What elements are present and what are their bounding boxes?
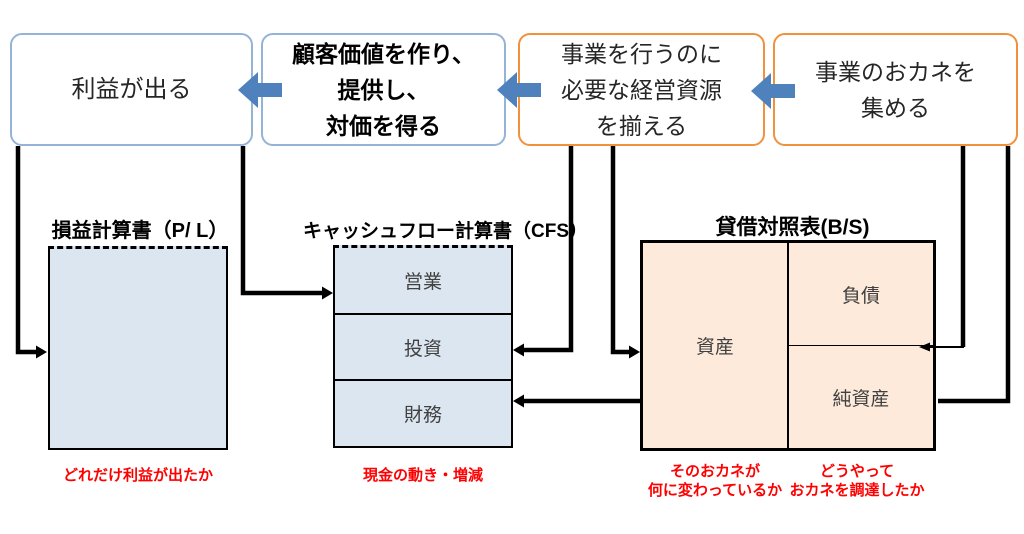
caption-bs-assets: そのおカネが 何に変わっているか [615, 462, 815, 500]
cfs-row-financing: 財務 [335, 379, 511, 446]
connector-fundraising-to-cfs-financing-right [938, 146, 1011, 404]
cfs-box: 営業 投資 財務 [333, 245, 513, 448]
flow-box-resources-line: 事業を行うのに [561, 40, 722, 67]
bs-box: 資産 負債 純資産 [640, 240, 936, 451]
flow-box-customer-value: 顧客価値を作り、 提供し、 対価を得る [261, 33, 506, 146]
bs-right-column: 負債 純資産 [789, 243, 933, 448]
caption-bs-assets-line: そのおカネが [669, 463, 760, 480]
arrowhead-right-icon [322, 286, 333, 300]
cfs-row-investing: 投資 [335, 312, 511, 380]
flow-box-fundraising: 事業のおカネを 集める [773, 33, 1018, 146]
flow-box-resources-line: 必要な経営資源 [561, 76, 722, 103]
bs-cell-equity: 純資産 [789, 345, 933, 448]
flow-box-resources: 事業を行うのに 必要な経営資源 を揃える [518, 33, 765, 146]
cfs-row-financing-label: 財務 [403, 405, 442, 427]
cfs-row-operating-label: 営業 [403, 271, 442, 293]
caption-cfs: 現金の動き・増減 [362, 467, 483, 484]
caption-bs-financing-line: おカネを調達したか [789, 482, 925, 499]
flow-box-resources-line: を揃える [595, 112, 688, 139]
bs-cell-liabilities: 負債 [789, 243, 933, 345]
flow-box-fundraising-line: 事業のおカネを [815, 58, 976, 85]
connector-profit-to-pl [15, 146, 37, 355]
connector-resources-to-cfs-investing [524, 146, 574, 353]
bs-cell-assets: 資産 [643, 243, 789, 448]
pl-box [48, 246, 228, 450]
arrowhead-right-icon [36, 345, 47, 359]
cfs-statement-title: キャッシュフロー計算書（CFS） [303, 221, 589, 242]
bs-cell-assets-label: 資産 [695, 337, 734, 358]
bs-cell-equity-label: 純資産 [832, 388, 890, 410]
flow-box-customer-value-line: 提供し、 [337, 76, 430, 103]
arrowhead-right-icon [629, 345, 640, 359]
arrowhead-left-icon [513, 343, 524, 357]
flow-box-fundraising-line: 集める [861, 94, 930, 121]
left-arrow-icon [751, 73, 795, 109]
caption-pl: どれだけ利益が出たか [62, 467, 213, 484]
flow-box-profit-label: 利益が出る [71, 75, 192, 103]
caption-bs-financing: どうやって おカネを調達したか [757, 462, 957, 500]
left-arrow-icon [238, 72, 282, 108]
bs-cell-liabilities-label: 負債 [841, 285, 880, 307]
cfs-row-operating: 営業 [335, 248, 511, 313]
cfs-row-investing-label: 投資 [403, 338, 442, 360]
flow-box-profit: 利益が出る [10, 33, 253, 146]
connector-resources-to-bs-assets [610, 146, 630, 355]
arrowhead-left-icon [513, 394, 524, 408]
pl-statement-title: 損益計算書（P/ L） [51, 220, 229, 242]
caption-bs-financing-line: どうやって [819, 463, 895, 480]
caption-bs-assets-line: 何に変わっているか [647, 482, 783, 499]
flow-box-customer-value-line: 対価を得る [326, 112, 441, 139]
bs-statement-title: 貸借対照表(B/S) [715, 216, 870, 239]
flow-box-customer-value-line: 顧客価値を作り、 [291, 40, 476, 67]
left-arrow-icon [497, 72, 541, 108]
